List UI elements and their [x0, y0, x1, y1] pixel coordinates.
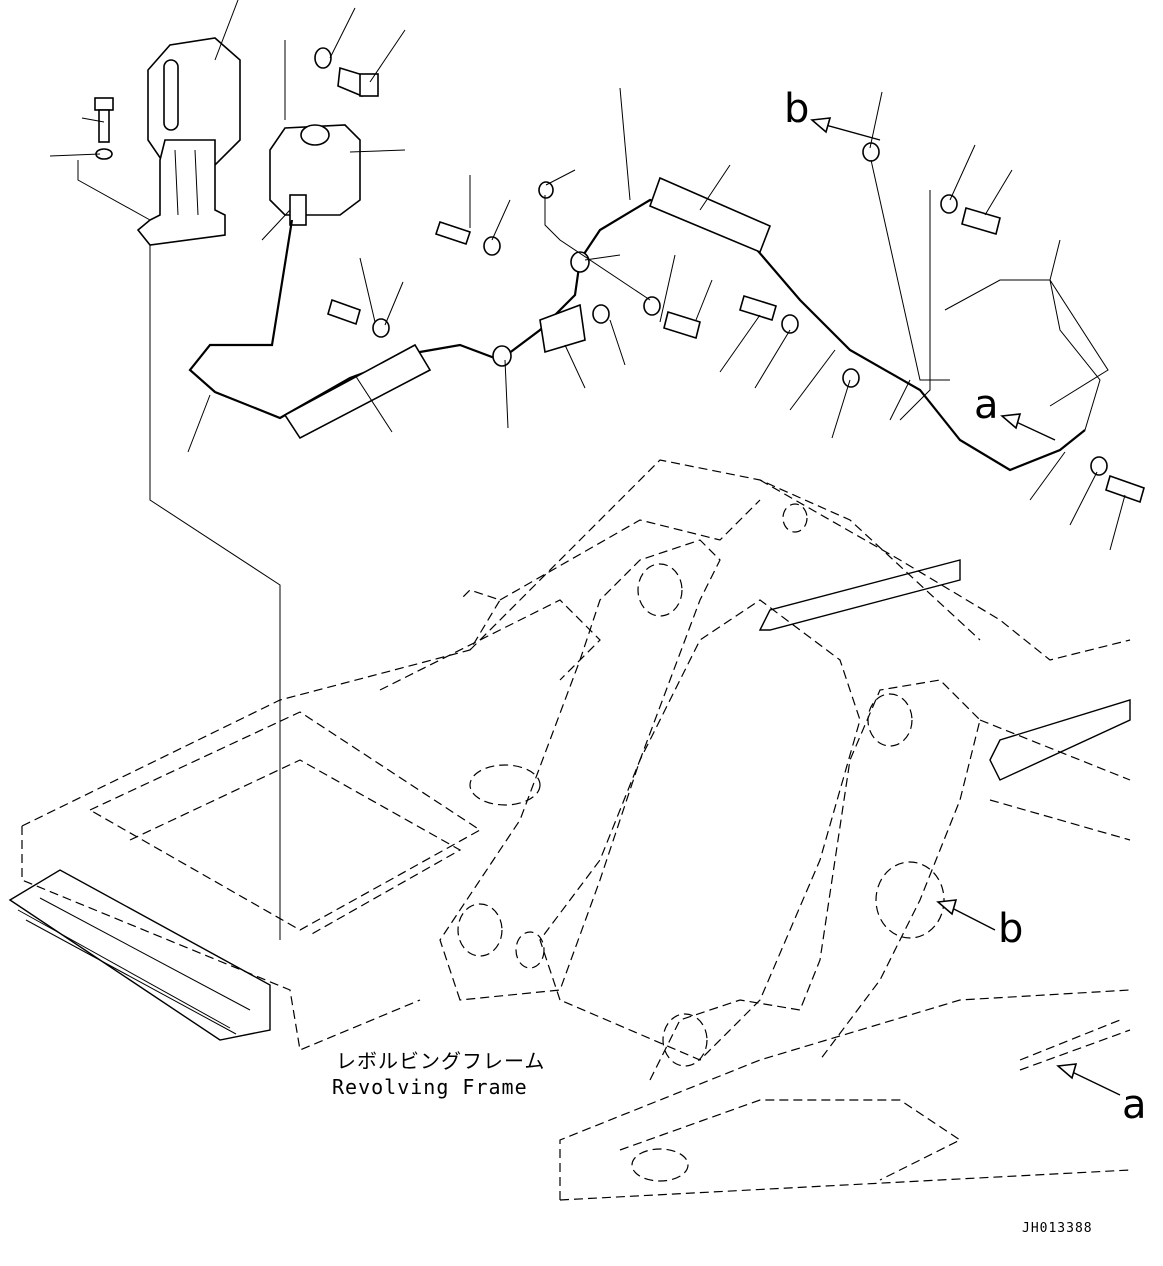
washer [592, 304, 610, 324]
drawing-code: JH013388 [1022, 1221, 1093, 1236]
washer [483, 236, 501, 256]
bolt [1105, 474, 1145, 504]
leader-lines [49, 0, 1126, 1096]
bolt [961, 206, 1001, 236]
washer [643, 296, 661, 316]
frame-caption-jp: レボルビングフレーム [336, 1049, 545, 1073]
bolt [94, 97, 114, 143]
bolt [663, 310, 701, 340]
washer-tank-bracket [136, 37, 241, 246]
washer [1090, 456, 1108, 476]
washer [842, 368, 860, 388]
view-label-b-top: b [784, 86, 809, 132]
view-label-a-frame: a [1122, 1082, 1147, 1128]
bolt [327, 298, 361, 326]
washer [538, 181, 554, 199]
view-label-b-frame: b [998, 906, 1023, 952]
frame-caption-en: Revolving Frame [332, 1075, 528, 1099]
view-label-a-top: a [974, 382, 999, 428]
washer [372, 318, 390, 338]
washer-hose [188, 198, 1101, 472]
washer [781, 314, 799, 334]
washer [314, 47, 332, 69]
washer [940, 194, 958, 214]
bolt [337, 66, 379, 98]
revolving-frame [8, 459, 1131, 1201]
bolt [434, 220, 472, 246]
washer-tank [269, 124, 361, 226]
bolt [739, 294, 777, 322]
hose-cover-plates [283, 176, 772, 440]
